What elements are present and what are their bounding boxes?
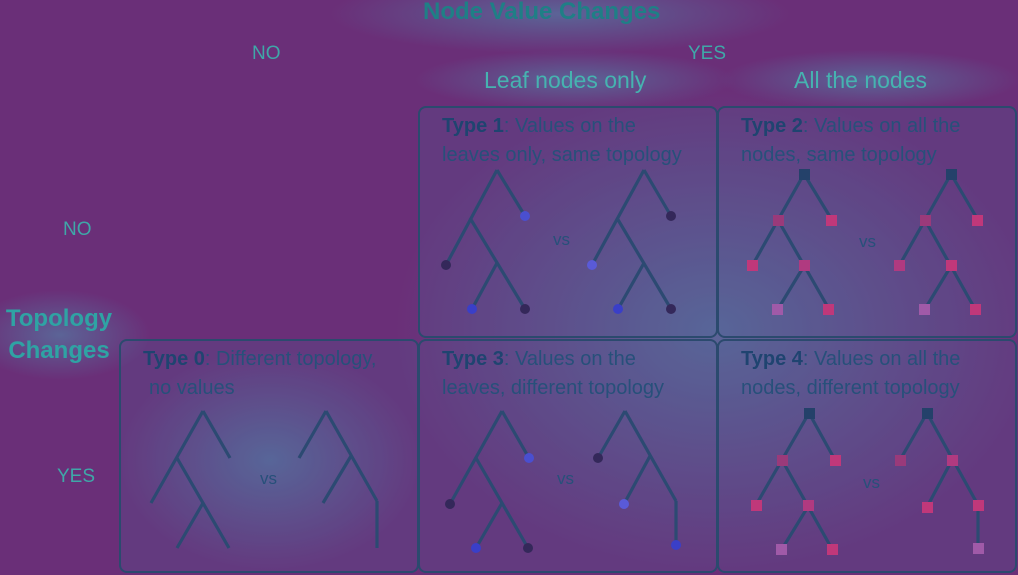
side-no-label: NO	[63, 219, 92, 240]
header-yes-label: YES	[688, 43, 727, 64]
panel-type-1: Type 1: Values on the leaves only, same …	[418, 106, 718, 338]
panel-type-0-desc-line1: : Different topology,	[204, 348, 377, 370]
panel-type-0-label: Type 0	[143, 348, 205, 370]
header-no-label: NO	[252, 43, 281, 64]
panel-type-0-description: Type 0: Different topology, no values	[143, 345, 411, 403]
panel-type-4-label: Type 4	[741, 348, 803, 370]
panel-type-2-description: Type 2: Values on all the nodes, same to…	[741, 112, 1009, 170]
tree-type-3-left	[445, 410, 534, 553]
column-header-all: All the nodes	[794, 67, 927, 93]
panel-type-4: Type 4: Values on all the nodes, differe…	[717, 339, 1017, 573]
panel-type-3: Type 3: Values on the leaves, different …	[418, 339, 718, 573]
panel-type-4-description: Type 4: Values on all the nodes, differe…	[741, 345, 1009, 403]
panel-type-1-vs: vs	[553, 230, 570, 249]
panel-type-2-vs: vs	[859, 232, 876, 251]
topology-title-line1: Topology	[5, 305, 113, 332]
tree-type-2-right	[894, 169, 983, 315]
panel-type-1-label: Type 1	[442, 115, 504, 137]
side-yes-label: YES	[57, 466, 96, 487]
panel-type-3-desc-line1: : Values on the	[503, 348, 636, 370]
diagram-title: Node Value Changes	[423, 0, 661, 25]
tree-type-4-right	[895, 408, 984, 554]
panel-type-4-vs: vs	[863, 473, 880, 492]
column-header-leaf: Leaf nodes only	[484, 67, 647, 93]
panel-type-2-desc-line1: : Values on all the	[802, 115, 961, 137]
panel-type-4-desc-line2: nodes, different topology	[741, 377, 960, 399]
tree-type-3-right	[593, 410, 681, 550]
panel-type-2: Type 2: Values on all the nodes, same to…	[717, 106, 1017, 338]
panel-type-4-desc-line1: : Values on all the	[802, 348, 961, 370]
panel-type-0-vs: vs	[260, 469, 277, 488]
panel-type-3-description: Type 3: Values on the leaves, different …	[442, 345, 710, 403]
panel-type-1-description: Type 1: Values on the leaves only, same …	[442, 112, 710, 170]
panel-type-3-label: Type 3	[442, 348, 504, 370]
tree-type-0-left	[149, 410, 232, 549]
tree-type-2-left	[747, 169, 837, 315]
topology-title-line2: Changes	[8, 337, 110, 364]
topology-changes-title: Topology Changes	[0, 303, 118, 367]
tree-type-0-right	[297, 410, 379, 548]
tree-type-4-left	[751, 408, 841, 555]
panel-type-2-label: Type 2	[741, 115, 803, 137]
panel-type-2-desc-line2: nodes, same topology	[741, 144, 937, 166]
panel-type-0-desc-line2: no values	[149, 377, 235, 399]
tree-type-1-left	[441, 169, 530, 314]
panel-type-3-desc-line2: leaves, different topology	[442, 377, 665, 399]
panel-type-0: Type 0: Different topology, no values vs	[119, 339, 419, 573]
panel-type-1-desc-line2: leaves only, same topology	[442, 144, 682, 166]
panel-type-1-desc-line1: : Values on the	[503, 115, 636, 137]
panel-type-3-vs: vs	[557, 469, 574, 488]
tree-type-1-right	[587, 169, 676, 314]
